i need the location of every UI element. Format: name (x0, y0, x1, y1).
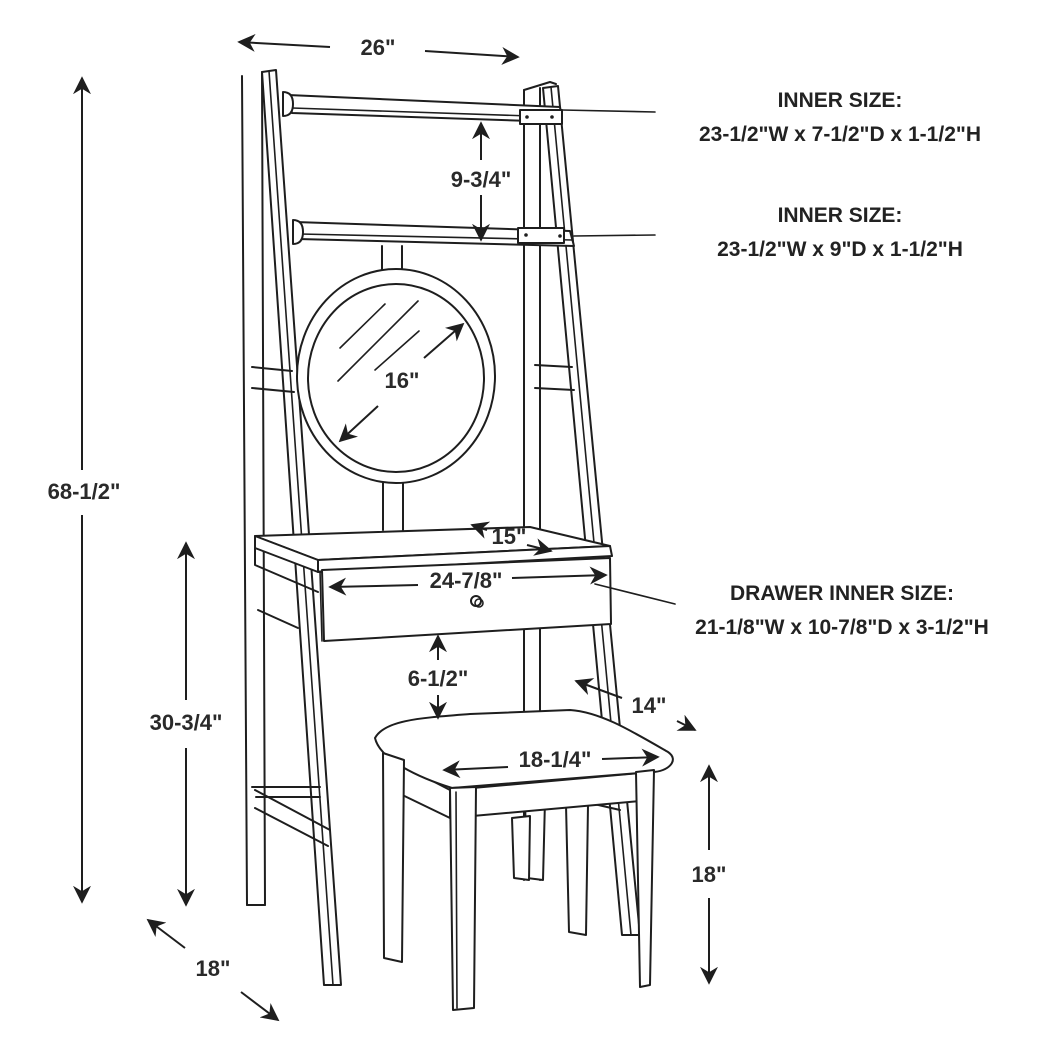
front-left-leg (261, 69, 342, 986)
desk (254, 526, 613, 642)
label-desk-width: 24-7/8" (430, 568, 503, 593)
mirror-stem (381, 245, 404, 531)
label-drawer-clearance: 6-1/2" (408, 666, 469, 691)
label-overall-height: 68-1/2" (48, 479, 121, 504)
callout-second-shelf-size: 23-1/2"W x 9"D x 1-1/2"H (717, 238, 963, 261)
label-desk-depth: 15" (492, 524, 527, 549)
label-overall-depth: 18" (196, 956, 231, 981)
callout-top-shelf-size: 23-1/2"W x 7-1/2"D x 1-1/2"H (699, 123, 981, 146)
drawer (319, 557, 612, 642)
dimension-labels: 26" 68-1/2" 30-3/4" 18" 9-3/4" 16" 15" 2… (48, 35, 727, 981)
callout-drawer: DRAWER INNER SIZE: 21-1/8"W x 10-7/8"D x… (695, 582, 989, 639)
dimension-arrows (73, 33, 718, 1022)
label-overall-width: 26" (361, 35, 396, 60)
label-stool-depth: 14" (632, 693, 667, 718)
top-shelf (282, 91, 563, 125)
second-shelf (292, 219, 575, 247)
callout-drawer-title: DRAWER INNER SIZE: (730, 582, 954, 605)
label-shelf-spacing: 9-3/4" (451, 167, 512, 192)
label-mirror-diameter: 16" (385, 368, 420, 393)
label-stool-height: 18" (692, 862, 727, 887)
callout-second-shelf-title: INNER SIZE: (778, 204, 903, 227)
drawer-knob[interactable] (470, 595, 484, 608)
callout-second-shelf: INNER SIZE: 23-1/2"W x 9"D x 1-1/2"H (717, 204, 963, 261)
label-stool-width: 18-1/4" (519, 747, 592, 772)
callout-top-shelf: INNER SIZE: 23-1/2"W x 7-1/2"D x 1-1/2"H (699, 89, 981, 146)
glass-reflection-lines (337, 300, 420, 382)
callout-top-shelf-title: INNER SIZE: (778, 89, 903, 112)
back-left-post (241, 71, 266, 906)
label-desk-height: 30-3/4" (150, 710, 223, 735)
callout-drawer-size: 21-1/8"W x 10-7/8"D x 3-1/2"H (695, 616, 989, 639)
